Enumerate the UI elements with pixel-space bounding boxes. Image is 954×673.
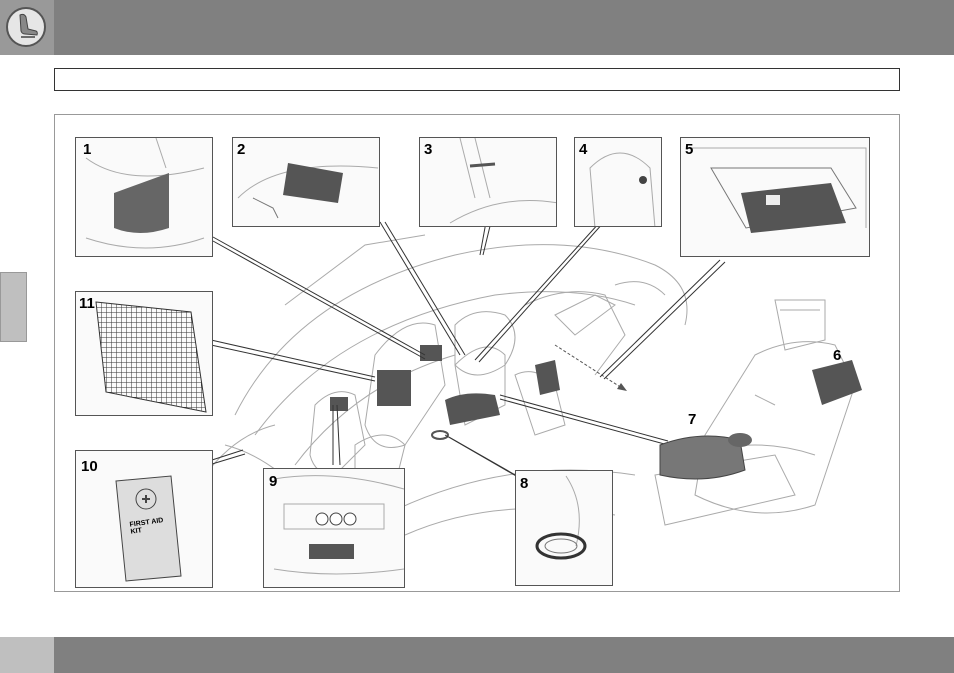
callout-3: 3 <box>424 141 432 158</box>
chapter-side-tab <box>0 272 27 342</box>
callout-11: 11 <box>79 295 95 312</box>
header-bar <box>0 0 954 55</box>
callout-4: 4 <box>579 141 587 158</box>
callout-6: 6 <box>833 347 841 364</box>
section-title-box <box>54 68 900 91</box>
inset-8-cup-holder <box>515 470 613 586</box>
callout-8: 8 <box>520 475 528 492</box>
callout-9: 9 <box>269 473 277 490</box>
callout-1: 1 <box>83 141 91 158</box>
footer-page-box <box>0 637 54 673</box>
inset-2-sun-visor-holder <box>232 137 380 227</box>
inset-11-storage-net <box>75 291 213 416</box>
seat-icon <box>6 7 46 47</box>
figure-frame: 1 2 3 4 5 <box>54 114 900 592</box>
callout-7: 7 <box>688 411 696 428</box>
inset-9-storage-compartment <box>263 468 405 588</box>
callout-2: 2 <box>237 141 245 158</box>
callout-5: 5 <box>685 141 693 158</box>
inset-5-glove-box <box>680 137 870 257</box>
callout-10: 10 <box>81 458 98 475</box>
chapter-icon-box <box>0 0 54 55</box>
footer-bar <box>0 637 954 673</box>
inset-1-door-pocket <box>75 137 213 257</box>
inset-3-ticket-holder <box>419 137 557 227</box>
